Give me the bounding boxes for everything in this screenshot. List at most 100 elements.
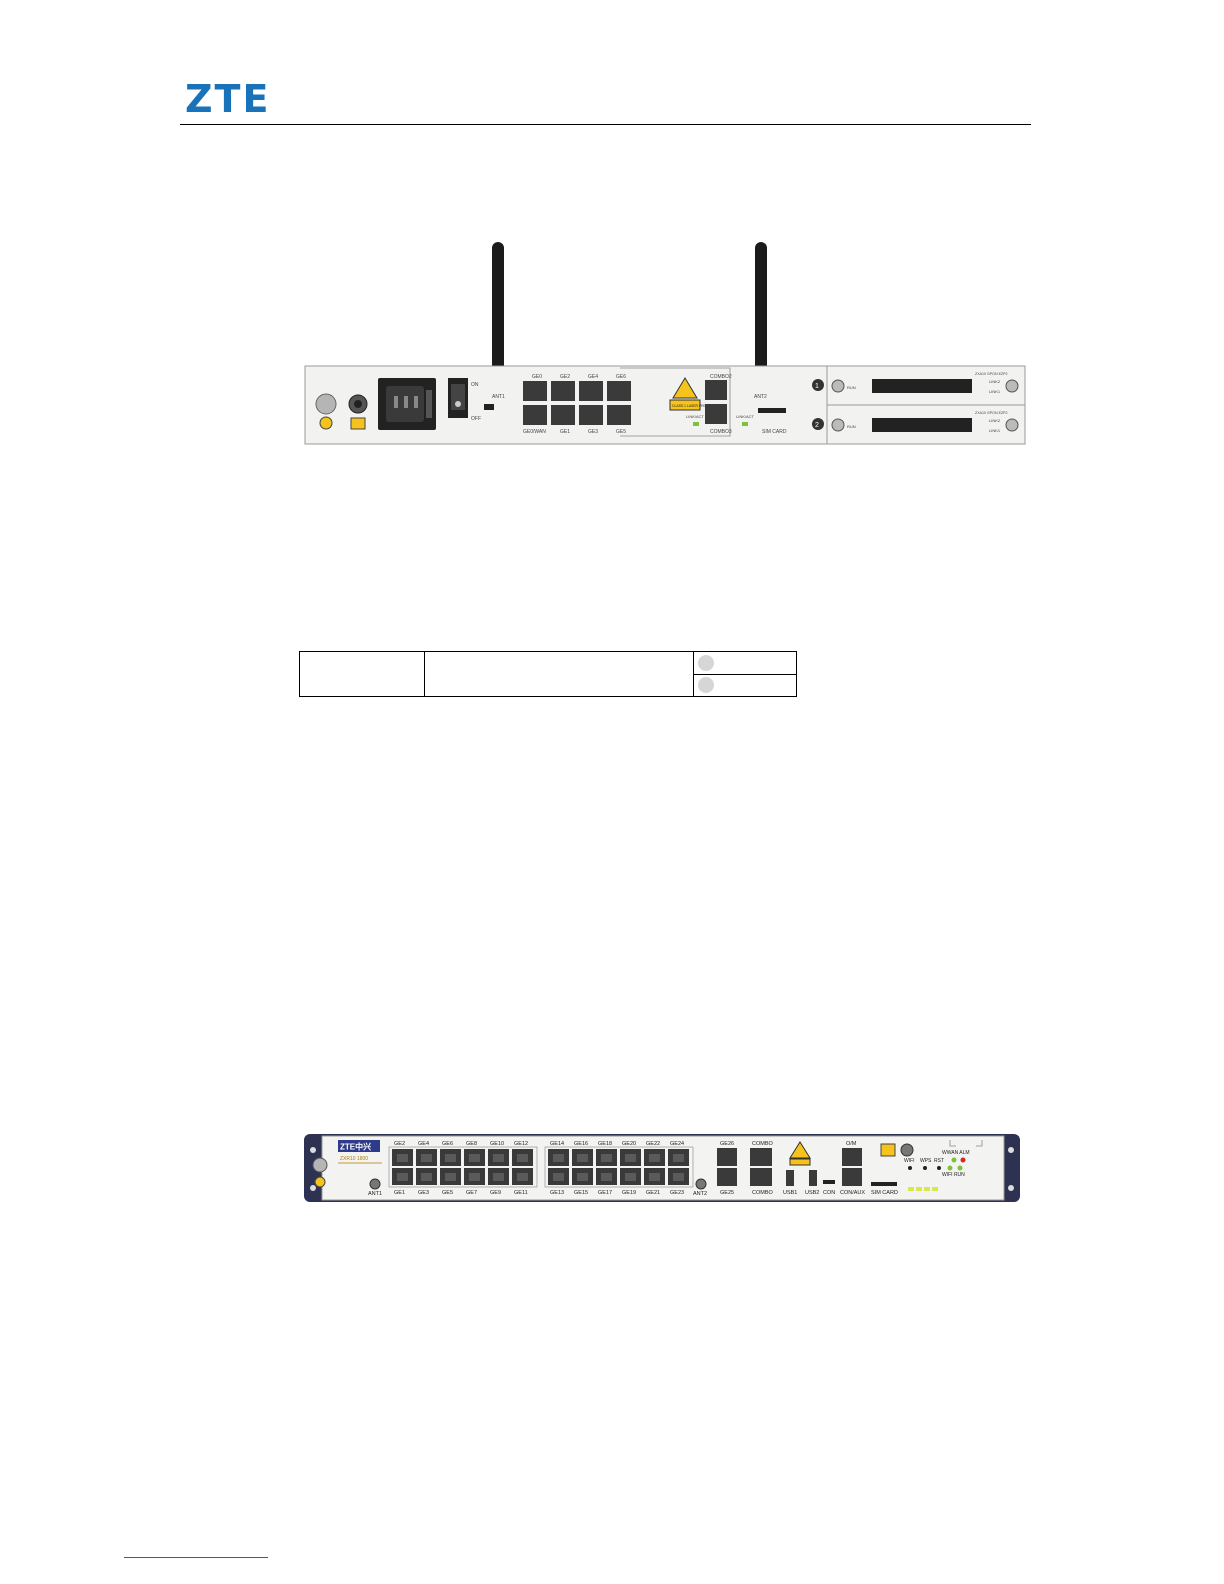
ethernet-port[interactable] xyxy=(842,1168,862,1186)
link-label: LINK1 xyxy=(989,389,1001,394)
reset-slot[interactable] xyxy=(484,404,494,410)
ground-screw-icon xyxy=(312,1157,328,1173)
sfp-port[interactable] xyxy=(705,380,727,400)
footer-link-underline xyxy=(124,1557,268,1558)
ethernet-port[interactable] xyxy=(551,405,575,425)
port-label: GE2 xyxy=(394,1141,405,1147)
sim-card-slot[interactable] xyxy=(758,408,786,413)
port-label: GE14 xyxy=(550,1141,564,1147)
link-label: LINK2 xyxy=(989,418,1001,423)
port-label: GE0/WAN xyxy=(523,429,546,435)
combo-top-label: COMBO xyxy=(752,1141,774,1147)
esd-warning-icon xyxy=(880,1143,896,1157)
ethernet-port[interactable] xyxy=(523,405,547,425)
port-label: GE15 xyxy=(574,1190,588,1196)
link-label: LINK1 xyxy=(989,428,1001,433)
con-label: CON xyxy=(823,1190,835,1196)
front-panel-figure: ZTE中兴 ZXR10 1800 ANT1 GE2GE1GE4GE3GE6GE5… xyxy=(304,1134,1020,1202)
screw-icon xyxy=(1005,418,1019,432)
table-cell xyxy=(693,651,797,675)
antenna-connector[interactable] xyxy=(900,1143,914,1157)
port-label: GE2 xyxy=(560,374,570,380)
rst-button[interactable] xyxy=(937,1166,941,1170)
circle-icon xyxy=(698,677,714,694)
run-label: RUN xyxy=(847,424,856,429)
module-connector[interactable] xyxy=(872,418,972,432)
switch-off-label: OFF xyxy=(471,416,481,422)
port-label: GE5 xyxy=(442,1190,453,1196)
port-label: GE16 xyxy=(574,1141,588,1147)
combo-label: COMBO3 xyxy=(710,429,732,435)
conaux-label: CON/AUX xyxy=(840,1190,865,1196)
port-label: GE4 xyxy=(588,374,598,380)
wps-button-label: WPS xyxy=(920,1158,932,1164)
sim-card-slot[interactable] xyxy=(871,1182,897,1186)
sim-label: SIM CARD xyxy=(762,429,787,435)
antenna-connector[interactable] xyxy=(369,1178,381,1190)
ant2-label: ANT2 xyxy=(754,394,767,400)
port-label: GE21 xyxy=(646,1190,660,1196)
port-label: GE9 xyxy=(490,1190,501,1196)
table-cell xyxy=(299,651,425,697)
wifi-run-label: WIFI RUN xyxy=(942,1172,965,1178)
port-label: GE3 xyxy=(588,429,598,435)
sfp-port[interactable] xyxy=(750,1168,772,1186)
ground-screw-icon xyxy=(315,393,337,415)
port-label: GE20 xyxy=(622,1141,636,1147)
wifi-button[interactable] xyxy=(908,1166,912,1170)
wifi-button-label: WIFI xyxy=(904,1158,915,1164)
usb-port[interactable] xyxy=(809,1170,817,1186)
port-label: GE5 xyxy=(616,429,626,435)
wwan-led xyxy=(951,1157,957,1163)
model-text: ZXR10 1800 xyxy=(340,1156,368,1162)
slot-number: 2 xyxy=(815,422,819,429)
module-slot-1: 1 RUN ZXA10 GPON EZP2 LINK2 LINK1 xyxy=(812,372,1019,394)
run-label: RUN xyxy=(847,385,856,390)
simcard-label: SIM CARD xyxy=(871,1190,898,1196)
oam-label: O/M xyxy=(846,1141,857,1147)
slot-number: 1 xyxy=(815,383,819,390)
sfp-port[interactable] xyxy=(705,404,727,424)
ethernet-port[interactable] xyxy=(551,381,575,401)
esd-warning-icon xyxy=(350,417,366,430)
ge25-label: GE25 xyxy=(720,1190,734,1196)
port-label: GE7 xyxy=(466,1190,477,1196)
router-rear-panel-figure: ON OFF ANT1 GE0 GE2 GE4 GE6 GE0/WAN GE1 … xyxy=(304,242,1026,445)
sfp-port[interactable] xyxy=(750,1148,772,1166)
usb1-label: USB1 xyxy=(783,1190,797,1196)
screw-icon xyxy=(831,379,845,393)
ant2-label: ANT2 xyxy=(693,1191,707,1197)
ethernet-port[interactable] xyxy=(842,1148,862,1166)
header-rule xyxy=(180,124,1031,125)
slot-title: ZXA10 GPON EZP2 xyxy=(975,372,1008,376)
ethernet-port[interactable] xyxy=(579,405,603,425)
port-label: GE11 xyxy=(514,1190,528,1196)
port-label: GE8 xyxy=(466,1141,477,1147)
link-led xyxy=(742,422,748,426)
ethernet-port[interactable] xyxy=(717,1148,737,1166)
ant1-label: ANT1 xyxy=(492,394,505,400)
console-port[interactable] xyxy=(823,1180,835,1184)
port-label: GE0 xyxy=(532,374,542,380)
ethernet-port[interactable] xyxy=(717,1168,737,1186)
antenna-connector[interactable] xyxy=(695,1178,707,1190)
module-connector[interactable] xyxy=(872,379,972,393)
link-label: LINK2 xyxy=(989,379,1001,384)
port-label: GE24 xyxy=(670,1141,684,1147)
port-label: GE23 xyxy=(670,1190,684,1196)
slot-title: ZXA10 GPON EZP2 xyxy=(975,411,1008,415)
laser-warning-icon xyxy=(672,377,698,399)
combo-bottom-label: COMBO xyxy=(752,1190,774,1196)
ethernet-port[interactable] xyxy=(607,381,631,401)
table-cell xyxy=(693,673,797,697)
wps-button[interactable] xyxy=(923,1166,927,1170)
port-label: GE19 xyxy=(622,1190,636,1196)
usb2-label: USB2 xyxy=(805,1190,819,1196)
ant1-label: ANT1 xyxy=(368,1191,382,1197)
ethernet-port[interactable] xyxy=(579,381,603,401)
ground-symbol-icon xyxy=(314,1176,326,1188)
usb-port[interactable] xyxy=(786,1170,794,1186)
ethernet-port[interactable] xyxy=(607,405,631,425)
ethernet-port[interactable] xyxy=(523,381,547,401)
